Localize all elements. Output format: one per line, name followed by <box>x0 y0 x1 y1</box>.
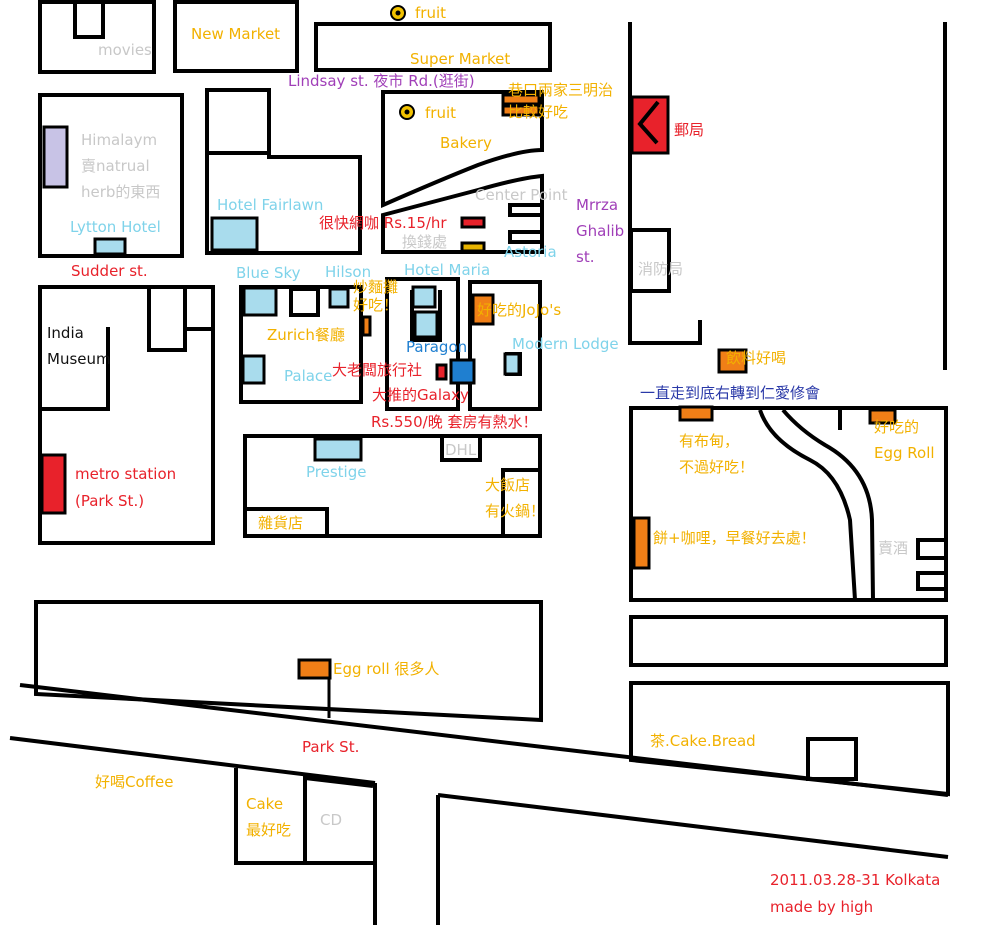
post-office-flag-icon <box>637 100 660 145</box>
label-cd: CD <box>320 811 343 829</box>
label-himalaym: Himalaym 賣natrual herb的東西 <box>81 131 161 201</box>
block-super-market <box>314 22 552 72</box>
label-good-coffee: 好喝Coffee <box>95 773 174 791</box>
label-india-museum: India Museum <box>47 324 111 368</box>
label-dhl: DHL <box>445 441 477 459</box>
label-mirza-ghalib-st: Mrrza Ghalib st. <box>576 196 625 266</box>
block-bakery <box>381 90 544 209</box>
label-hotel-fairlawn: Hotel Fairlawn <box>217 196 324 214</box>
block-right-mid <box>629 406 948 602</box>
label-old-boss-agency: 大老闆旅行社 <box>332 361 423 379</box>
label-palace: Palace <box>284 367 333 385</box>
label-go-straight: 一直走到底右轉到仁愛修會 <box>640 384 821 402</box>
label-modern-lodge: Modern Lodge <box>512 335 619 353</box>
label-tea-cake-bread: 茶.Cake.Bread <box>650 732 756 750</box>
label-fire-station: 消防局 <box>638 260 684 278</box>
label-astoria: Astoria <box>504 243 557 261</box>
label-drinks-good: 飲料好喝 <box>726 349 787 367</box>
label-prestige: Prestige <box>306 463 367 481</box>
label-fruit-top: fruit <box>415 4 447 22</box>
label-lindsay-st: Lindsay st. 夜市 Rd.(逛街) <box>288 72 475 90</box>
block-right-low <box>629 615 948 667</box>
label-jojos: 好吃的JoJo's <box>477 301 562 319</box>
label-lytton-hotel: Lytton Hotel <box>70 218 161 236</box>
label-author: made by high <box>770 898 874 916</box>
label-new-market: New Market <box>191 25 281 43</box>
block-himalaya <box>38 93 184 258</box>
fruit-marker-icon <box>390 5 415 120</box>
label-pancake-curry: 餅+咖哩，早餐好去處！ <box>653 529 816 547</box>
label-movies: movies <box>98 41 152 59</box>
label-zurich: Zurich餐廳 <box>267 326 345 344</box>
label-fruit-mid: fruit <box>425 104 457 122</box>
label-sells-liquor: 賣酒 <box>878 539 909 557</box>
label-hilson: Hilson <box>325 263 372 281</box>
label-internet-cafe: 很快網咖 Rs.15/hr <box>319 214 447 232</box>
block-maria <box>385 277 460 411</box>
label-park-st: Park St. <box>302 738 360 756</box>
label-hotel-maria: Hotel Maria <box>404 261 491 279</box>
label-metro-station: metro station (Park St.) <box>75 465 177 510</box>
label-bakery: Bakery <box>440 134 492 152</box>
label-center-point: Center Point <box>475 186 568 204</box>
label-post-office: 郵局 <box>674 121 705 139</box>
block-center-point <box>381 173 544 254</box>
label-money-exchange: 換錢處 <box>402 233 448 251</box>
label-has-pudding: 有布甸， 不過好吃！ <box>679 432 755 476</box>
block-park-north <box>34 600 543 723</box>
label-sudder-st: Sudder st. <box>71 262 148 280</box>
label-date-place: 2011.03.28-31 Kolkata <box>770 871 941 889</box>
label-good-egg-roll: 好吃的 Egg Roll <box>874 418 935 462</box>
label-galaxy-price: Rs.550/晚 套房有熱水！ <box>371 413 538 431</box>
label-galaxy: 大推的Galaxy <box>372 386 469 404</box>
label-chow-mein: 炒麵攤 好吃！ <box>353 278 399 314</box>
label-sandwich-note: 巷口兩家三明治 比較好吃 <box>508 81 614 121</box>
label-blue-sky: Blue Sky <box>236 264 301 282</box>
block-movies <box>38 0 156 74</box>
block-new-market <box>173 0 299 73</box>
block-jojos <box>468 280 542 411</box>
label-big-restaurant: 大飯店 有火鍋！ <box>485 476 546 520</box>
label-grocery: 雜貨店 <box>258 514 304 532</box>
label-egg-roll-crowd: Egg roll 很多人 <box>333 660 440 678</box>
label-super-market: Super Market <box>410 50 511 68</box>
label-cake-best: Cake 最好吃 <box>246 795 292 839</box>
label-paragon: Paragon <box>406 338 468 356</box>
